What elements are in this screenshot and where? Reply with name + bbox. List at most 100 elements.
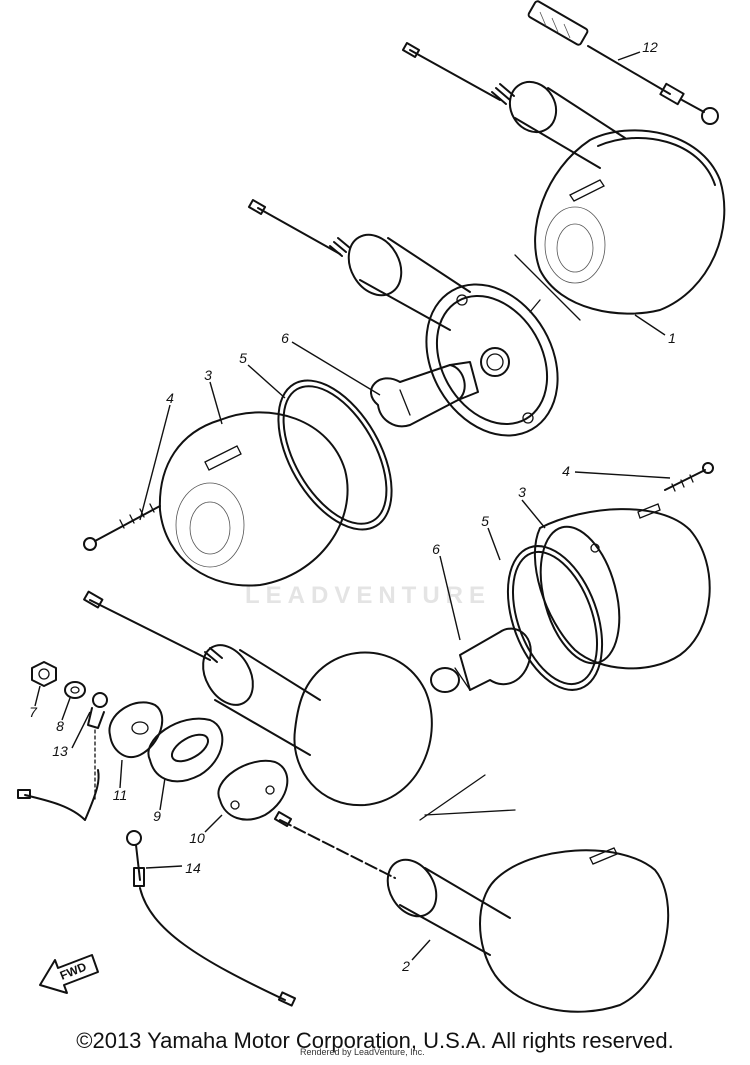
upper-base-screw-hole-2 (522, 412, 534, 424)
leader-5b (487, 527, 501, 561)
screw-right (664, 462, 714, 492)
callout-3a: 3 (204, 367, 212, 383)
leader-9 (159, 777, 166, 811)
leader-14 (145, 865, 183, 869)
leader-13 (71, 711, 91, 749)
callout-5a: 5 (239, 350, 247, 366)
part-11-plate (108, 701, 164, 758)
part-2-flange (386, 858, 438, 918)
part-1-bracket-line (514, 254, 581, 321)
lens-upper-shell (158, 411, 349, 587)
callout-3b: 3 (518, 484, 526, 500)
callout-11: 11 (112, 787, 128, 803)
lower-base-thread (204, 647, 223, 663)
bulb-upper-filament (399, 389, 411, 416)
part-14-wire-tip (277, 991, 297, 1007)
callout-6a: 6 (281, 330, 289, 346)
upper-base-socket (480, 347, 510, 377)
lens-right (533, 503, 711, 670)
lens-right-screw-hole (590, 543, 600, 553)
flasher-base-upper (247, 199, 559, 437)
bulb-upper (370, 361, 479, 428)
lower-base-flange (202, 644, 254, 706)
gasket-upper-outer (277, 379, 393, 531)
lower-base-cup (293, 651, 433, 807)
part-14-terminal-neck (135, 844, 141, 881)
lens-upper-ring-outer (175, 482, 245, 568)
part-14-wire (139, 887, 286, 1001)
upper-base-wire-tip (247, 199, 267, 215)
lower-base-bracket-line (419, 774, 486, 821)
upper-base-body (359, 237, 471, 331)
ground-wire-tip (17, 789, 31, 799)
flasher-assembly-upper-right (401, 42, 726, 321)
leader-8 (61, 697, 71, 721)
upper-base-socket-inner (486, 353, 504, 371)
part-2-lens-mark (589, 847, 618, 865)
callout-7: 7 (29, 704, 37, 720)
part-13-lug-tab (87, 707, 105, 729)
lens-upper-left (158, 411, 349, 587)
part-1-lens-rim (597, 136, 716, 186)
wire-harness-top-right (527, 0, 719, 125)
screw-upper-left (83, 503, 161, 551)
part-2-lens-shell (479, 849, 670, 1013)
lens-upper-ring-inner (189, 501, 231, 555)
fwd-arrow-label: FWD (58, 959, 89, 982)
lens-upper-mark (204, 445, 242, 471)
gasket-upper-inner (282, 385, 388, 525)
part-1-reflector-mark (569, 179, 605, 202)
part-12-terminal-neck (681, 99, 705, 113)
flasher-assembly-lower (273, 811, 670, 1013)
part-7-nut-hole (38, 668, 50, 680)
part-9-grommet-slot (170, 733, 210, 763)
lens-right-rim (539, 525, 621, 665)
lens-right-mark (637, 503, 661, 519)
part-13-ring-lug (92, 692, 108, 708)
callout-leaders (34, 51, 671, 961)
leader-3b (521, 499, 546, 529)
leader-6a (291, 341, 381, 396)
callout-6b: 6 (432, 541, 440, 557)
part-1-body (514, 87, 626, 169)
part-10-hole-1 (230, 800, 240, 810)
part-8-washer-hole (70, 686, 80, 694)
part-1-lens-shell (534, 129, 726, 315)
callout-13: 13 (52, 743, 68, 759)
part-2-body (399, 867, 511, 956)
part-1-wire-tip (401, 42, 421, 58)
callout-14: 14 (185, 860, 201, 876)
bulb-right-base (430, 667, 460, 693)
bulb-upper-base (449, 361, 479, 401)
upper-base-stem-wire (257, 207, 341, 255)
part-2-stem-wire (279, 819, 396, 879)
upper-base-cup (425, 283, 559, 437)
part-12-crimp (659, 82, 685, 106)
lower-base-stem-wire (89, 599, 211, 661)
lower-base-body (214, 649, 321, 756)
part-1-lens-ring-inner (556, 223, 594, 273)
render-credit: Rendered by LeadVenture, Inc. (300, 1047, 425, 1057)
callout-4b: 4 (562, 463, 570, 479)
leader-3a (209, 381, 223, 425)
gasket-right-outer (506, 545, 604, 691)
ground-wire (24, 769, 100, 821)
bulb-right-base-edge (454, 667, 471, 691)
part-1-lens-ring-outer (544, 206, 606, 284)
callout-8: 8 (56, 718, 64, 734)
part-10-hole-2 (265, 785, 275, 795)
part-1-flange (508, 80, 558, 134)
copyright-footer: ©2013 Yamaha Motor Corporation, U.S.A. A… (76, 1028, 674, 1053)
part-7-nut (31, 661, 57, 687)
callout-12: 12 (642, 39, 658, 55)
upper-base-cup-inner (435, 295, 549, 425)
bulb-right-glass (459, 627, 532, 691)
callout-9: 9 (153, 808, 161, 824)
bulb-right (430, 627, 532, 693)
callout-5b: 5 (481, 513, 489, 529)
part-8-washer (64, 681, 86, 699)
lower-base-wire-tip (83, 590, 104, 609)
lower-base-bracket-baseline (424, 809, 516, 816)
screw-upper-threads (119, 503, 155, 529)
